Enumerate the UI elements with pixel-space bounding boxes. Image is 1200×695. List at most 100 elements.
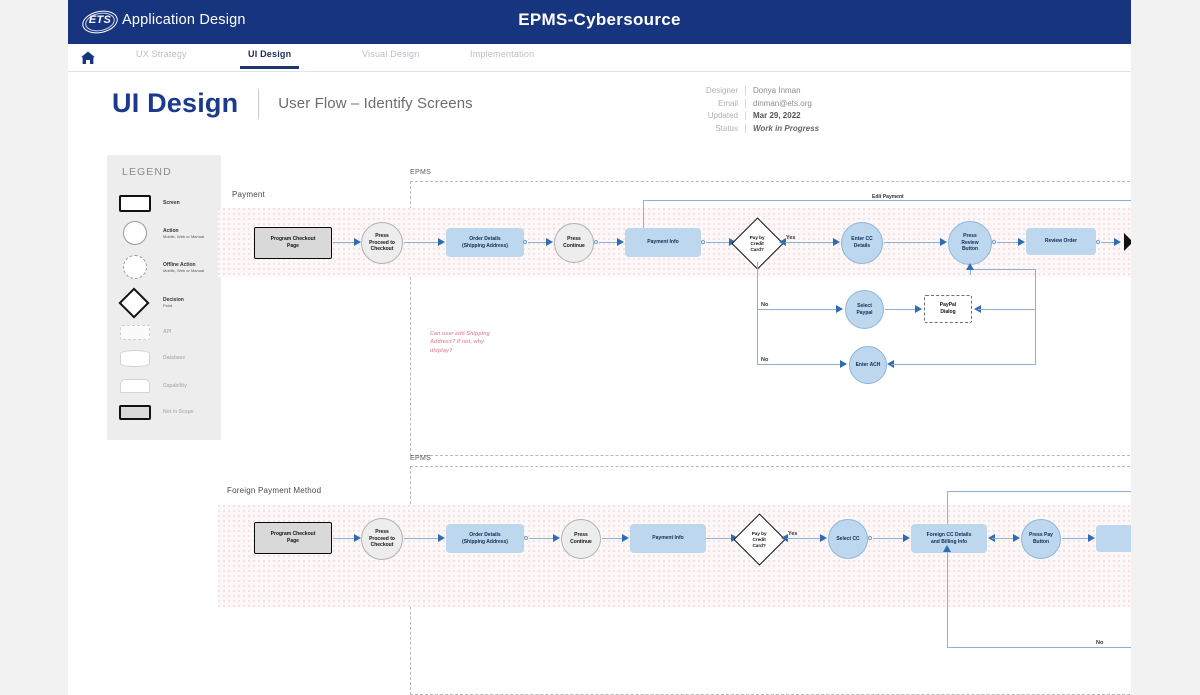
arrow bbox=[966, 263, 974, 270]
legend-label: Database bbox=[163, 355, 186, 361]
connector bbox=[873, 538, 907, 540]
tab-implementation[interactable]: Implementation bbox=[470, 49, 534, 59]
flow2-node-offscreen-screen[interactable] bbox=[1096, 525, 1131, 552]
connector bbox=[947, 647, 1131, 649]
meta-value: dinman@ets.org bbox=[753, 98, 812, 108]
connector bbox=[757, 309, 842, 311]
flow1-node-press-proceed-to-checkout[interactable]: Press Proceed to Checkout bbox=[361, 222, 403, 264]
connector-dot bbox=[701, 240, 705, 244]
flow1-node-review-order[interactable]: Review Order bbox=[1026, 228, 1096, 255]
connector bbox=[787, 538, 804, 540]
arrow bbox=[622, 534, 629, 542]
meta-value: Donya Inman bbox=[753, 86, 801, 95]
decision-label: Pay by Credit Card? bbox=[752, 530, 767, 548]
connector-dot bbox=[992, 240, 996, 244]
action-shape-icon bbox=[123, 221, 147, 245]
flow2-edge-label-yes: Yes bbox=[788, 531, 798, 537]
arrow bbox=[974, 305, 981, 313]
ets-logo-text: ETS bbox=[88, 14, 112, 26]
arrow bbox=[1088, 534, 1095, 542]
flow1-node-press-continue[interactable]: Press Continue bbox=[554, 223, 594, 263]
flow1-node-paypal-dialog[interactable]: PayPal Dialog bbox=[924, 295, 972, 323]
flow1-title: Payment bbox=[232, 190, 265, 199]
flow2-node-press-pay-button[interactable]: Press Pay Button bbox=[1021, 519, 1061, 559]
connector bbox=[333, 242, 358, 244]
flow1-edit-payment-line bbox=[643, 200, 1131, 202]
arrow bbox=[781, 534, 788, 542]
connector bbox=[970, 269, 1036, 271]
flow1-node-program-checkout-page[interactable]: Program Checkout Page bbox=[254, 227, 332, 259]
arrow bbox=[943, 545, 951, 552]
connector-dot bbox=[868, 536, 872, 540]
arrow bbox=[354, 238, 361, 246]
tab-ui-design[interactable]: UI Design bbox=[240, 49, 300, 69]
flow1-edge-label-yes: Yes bbox=[786, 235, 796, 241]
arrow bbox=[1018, 238, 1025, 246]
arrow bbox=[833, 238, 840, 246]
arrow bbox=[840, 360, 847, 368]
meta-key: Email bbox=[700, 98, 746, 108]
offline-action-shape-icon bbox=[123, 255, 147, 279]
flow2-node-payment-info[interactable]: Payment Info bbox=[630, 524, 706, 553]
arrow bbox=[836, 305, 843, 313]
ets-logo-icon: ETS bbox=[80, 7, 120, 37]
connector bbox=[992, 538, 1017, 540]
flow1-edge-label-no-1: No bbox=[761, 302, 769, 308]
flow1-node-press-review-button[interactable]: Press Review Button bbox=[948, 221, 992, 265]
legend-label: Decision bbox=[163, 297, 184, 303]
legend-title: LEGEND bbox=[122, 166, 172, 178]
flow2-node-program-checkout-page[interactable]: Program Checkout Page bbox=[254, 522, 332, 554]
flow2-node-select-cc[interactable]: Select CC bbox=[828, 519, 868, 559]
arrow bbox=[438, 534, 445, 542]
home-icon[interactable] bbox=[80, 50, 96, 66]
arrow bbox=[903, 534, 910, 542]
connector bbox=[1062, 538, 1092, 540]
flow1-annotation: Can user edit Shipping Address? If not, … bbox=[430, 331, 490, 354]
meta-key: Designer bbox=[700, 86, 746, 95]
flow2-node-order-details[interactable]: Order Details (Shipping Address) bbox=[446, 524, 524, 553]
flow2-node-press-proceed-to-checkout[interactable]: Press Proceed to Checkout bbox=[361, 518, 403, 560]
database-shape-icon bbox=[120, 350, 150, 367]
legend-item-decision: Decision Point bbox=[118, 287, 184, 319]
flow1-node-order-details[interactable]: Order Details (Shipping Address) bbox=[446, 228, 524, 257]
arrow bbox=[354, 534, 361, 542]
connector bbox=[947, 551, 949, 648]
api-shape-icon bbox=[120, 325, 150, 340]
flow2-node-press-continue[interactable]: Press Continue bbox=[561, 519, 601, 559]
flow1-node-payment-info[interactable]: Payment Info bbox=[625, 228, 701, 257]
legend-item-database: Database bbox=[119, 350, 185, 367]
meta-value: Mar 29, 2022 bbox=[753, 111, 801, 120]
arrow bbox=[438, 238, 445, 246]
status-badge: Work in Progress bbox=[753, 123, 820, 133]
app-header: ETS Application Design EPMS-Cybersource bbox=[68, 0, 1131, 44]
tab-ux-strategy[interactable]: UX Strategy bbox=[136, 49, 187, 59]
meta-key: Status bbox=[700, 123, 746, 133]
legend-label: Capability bbox=[163, 383, 187, 389]
connector bbox=[706, 242, 734, 244]
flow1-edit-payment-label: Edit Payment bbox=[868, 194, 908, 200]
connector-dot bbox=[523, 240, 527, 244]
legend-item-not-in-scope: Not in Scope bbox=[119, 405, 194, 420]
arrow bbox=[617, 238, 624, 246]
flow1-node-enter-ach[interactable]: Enter ACH bbox=[849, 346, 887, 384]
connector bbox=[1035, 269, 1037, 365]
connector bbox=[884, 242, 944, 244]
connector bbox=[529, 538, 557, 540]
connector bbox=[891, 364, 1036, 366]
arrow bbox=[1114, 238, 1121, 246]
arrow bbox=[546, 238, 553, 246]
tab-bar: UX Strategy UI Design Visual Design Impl… bbox=[68, 44, 1131, 72]
tab-visual-design[interactable]: Visual Design bbox=[362, 49, 419, 59]
flow2-boundary-label: EPMS bbox=[410, 455, 432, 462]
connector bbox=[757, 364, 846, 366]
page-subtitle: User Flow – Identify Screens bbox=[278, 95, 473, 112]
title-divider bbox=[257, 88, 259, 119]
arrow bbox=[940, 238, 947, 246]
meta-row-status: Status Work in Progress bbox=[700, 123, 820, 137]
flow1-node-enter-cc-details[interactable]: Enter CC Details bbox=[841, 222, 883, 264]
flow1-node-select-paypal[interactable]: Select Paypal bbox=[845, 290, 884, 329]
app-name: Application Design bbox=[122, 12, 246, 28]
flow1-epms-boundary bbox=[410, 181, 1131, 456]
flow1-edge-label-no-2: No bbox=[761, 357, 769, 363]
